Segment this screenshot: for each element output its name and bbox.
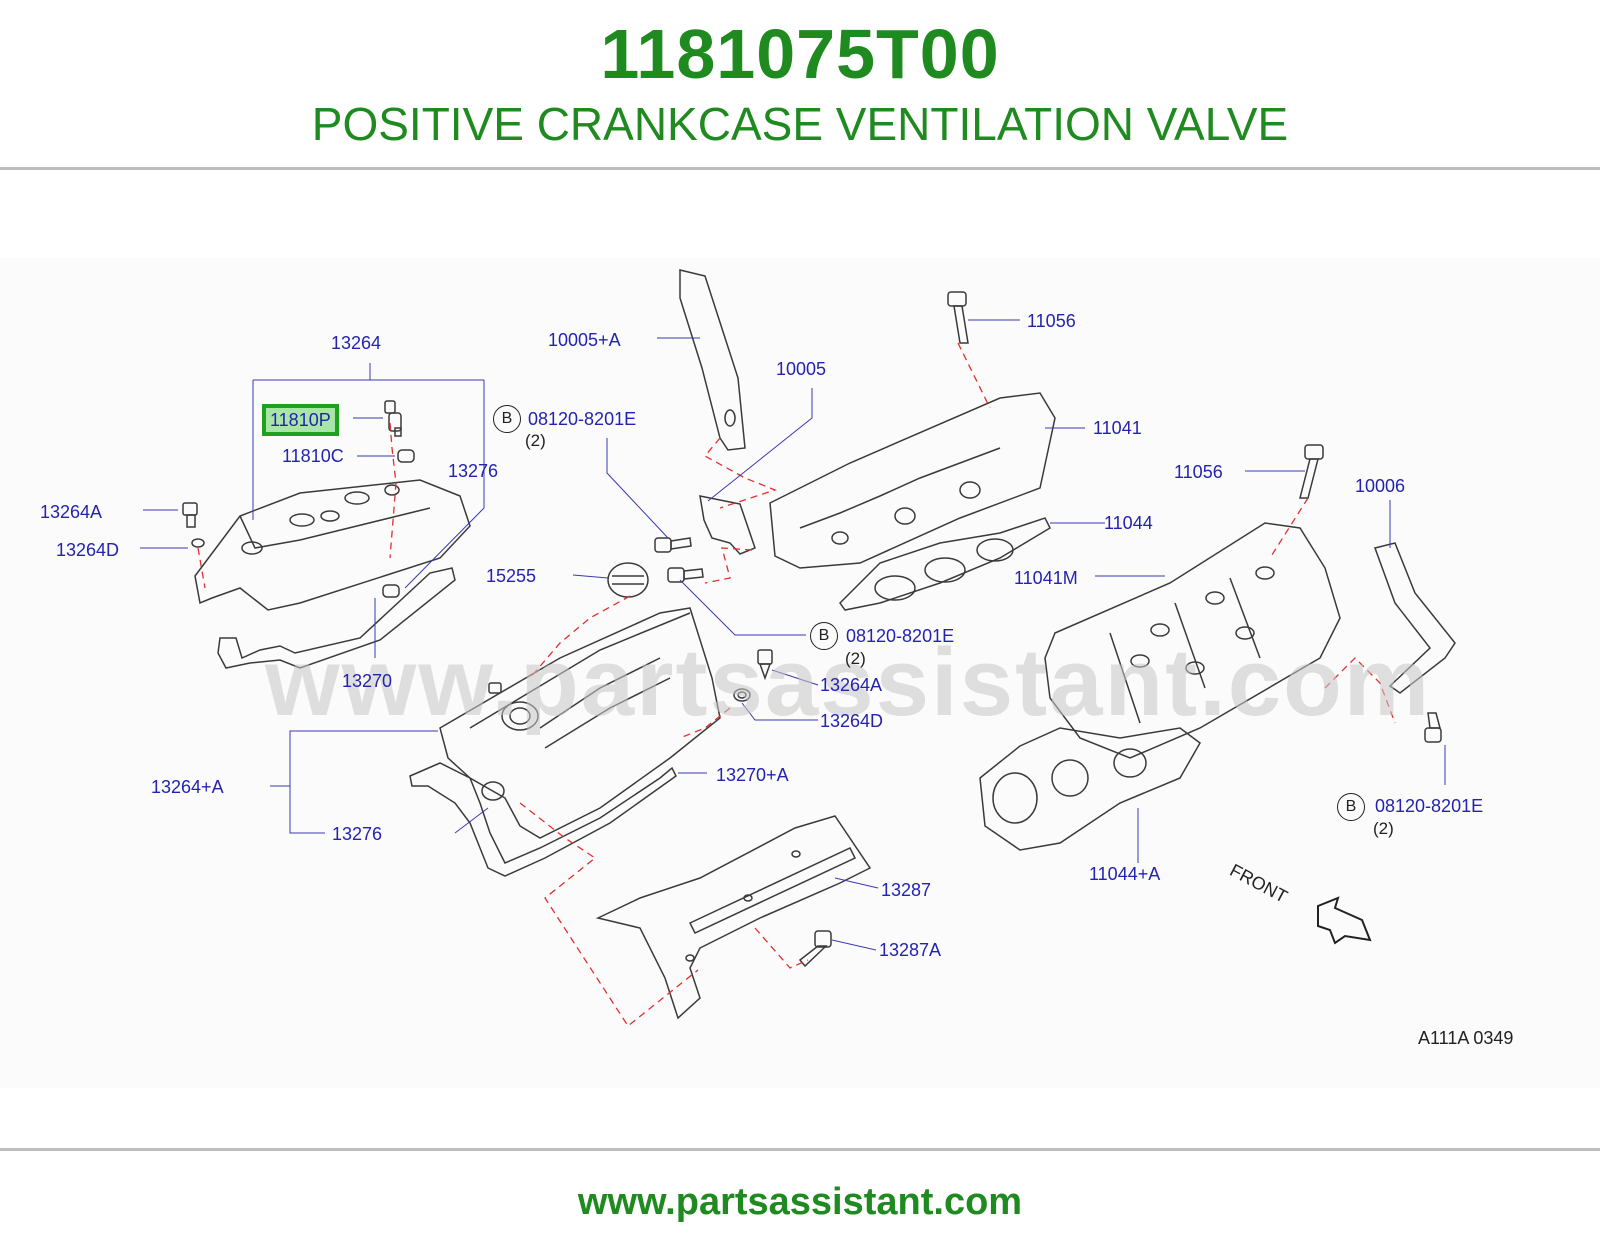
footer-divider: [0, 1148, 1600, 1151]
grommet-13276: [382, 584, 400, 598]
gasket-13270: [217, 567, 456, 669]
label-08120-top[interactable]: 08120-8201E: [528, 409, 637, 429]
label-08120-right[interactable]: 08120-8201E: [1375, 796, 1484, 816]
label-11044[interactable]: 11044: [1104, 513, 1153, 533]
bracket-10005a: [679, 269, 746, 451]
bolt-marker-b-top: B: [493, 405, 521, 433]
label-11056-top[interactable]: 11056: [1027, 311, 1076, 331]
label-11044plusa[interactable]: 11044+A: [1089, 864, 1161, 884]
label-13287[interactable]: 13287: [881, 880, 932, 900]
front-arrow: [1317, 896, 1372, 945]
gasket-13270a: [409, 762, 677, 877]
cylinder-head-11041: [769, 392, 1056, 569]
label-08120-mid[interactable]: 08120-8201E: [846, 626, 955, 646]
qty-note-mid: (2): [845, 649, 866, 668]
valve-cover-right: [439, 607, 721, 839]
parts-diagram: www.partsassistant.com 13264 11810P 1181…: [0, 258, 1600, 1088]
qty-note-right: (2): [1373, 819, 1394, 838]
label-13270plusa[interactable]: 13270+A: [716, 765, 789, 785]
oil-filler-cap-15255: [607, 562, 649, 598]
label-11041m[interactable]: 11041M: [1014, 568, 1078, 588]
label-13264a-mid[interactable]: 13264A: [820, 675, 883, 695]
head-gasket-11044a: [979, 727, 1201, 851]
label-13287a[interactable]: 13287A: [879, 940, 942, 960]
bolt-marker-b-right: B: [1337, 793, 1365, 821]
label-15255[interactable]: 15255: [486, 566, 537, 586]
qty-note-top: (2): [525, 431, 546, 450]
grommet-11810c: [397, 449, 415, 463]
part-name-subtitle: POSITIVE CRANKCASE VENTILATION VALVE: [311, 98, 1289, 150]
header-divider: [0, 167, 1600, 170]
label-10005[interactable]: 10005: [776, 359, 827, 379]
part-number-title: 1181075T00: [600, 15, 1000, 93]
label-10005a[interactable]: 10005+A: [548, 330, 621, 350]
label-13264a-left[interactable]: 13264A: [40, 502, 103, 522]
diagram-drawing: [140, 269, 1456, 1027]
label-13264d-mid[interactable]: 13264D: [820, 711, 884, 731]
label-13264plusa[interactable]: 13264+A: [151, 777, 224, 797]
grommet-13276-lower: [481, 781, 505, 801]
label-11056-mid[interactable]: 11056: [1174, 462, 1223, 482]
label-13264d-left[interactable]: 13264D: [56, 540, 120, 560]
watermark: www.partsassistant.com: [265, 629, 1432, 736]
head-gasket-11044: [839, 517, 1051, 611]
bracket-10006: [1374, 542, 1456, 694]
label-11810p-highlighted[interactable]: 11810P: [262, 404, 339, 436]
label-10006[interactable]: 10006: [1355, 476, 1406, 496]
valve-cover-left: [194, 479, 471, 611]
cylinder-head-11041m: [1044, 522, 1341, 759]
label-13276-bottom[interactable]: 13276: [332, 824, 383, 844]
label-11041[interactable]: 11041: [1093, 418, 1142, 438]
diagram-code: A111A 0349: [1418, 1028, 1514, 1048]
label-13270[interactable]: 13270: [342, 671, 393, 691]
engine-cover-13287: [595, 815, 872, 1020]
label-11810c[interactable]: 11810C: [282, 446, 344, 466]
label-13276-top[interactable]: 13276: [448, 461, 499, 481]
footer-website-link[interactable]: www.partsassistant.com: [577, 1181, 1023, 1223]
bracket-10005: [699, 495, 756, 555]
bolt-marker-b-mid: B: [810, 622, 838, 650]
label-13264[interactable]: 13264: [331, 333, 382, 353]
pcv-valve-11810p: [384, 400, 402, 437]
